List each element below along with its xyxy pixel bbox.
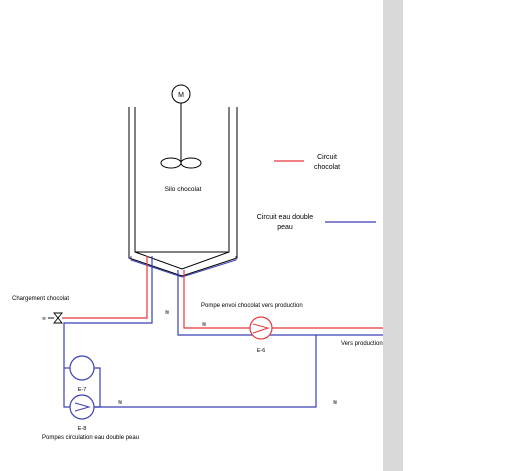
water-pump-bypass [94,367,101,408]
chocolate-piping [62,256,384,329]
chocolate-loading-pipe [62,256,148,319]
agitator-icon [160,157,202,169]
marker-icon: ≋ [117,400,122,406]
pump-e8-tag: E-8 [78,426,87,432]
pump-e6-icon [249,316,273,340]
legend-water-label-1: Circuit eau double [257,214,314,221]
loading-valve-icon: ≋ [42,312,63,324]
motor-label: M [178,92,184,99]
silo-tank [128,107,238,278]
loading-label: Chargement chocolat [12,296,69,302]
pump-e8-icon [69,394,95,420]
legend-water-label-2: peau [277,224,293,231]
to-production-label: Vers production [341,341,383,347]
pump-e6-tag: E-6 [257,348,266,354]
pump-send-label: Pompe envoi chocolat vers production [201,303,303,309]
marker-icon: ≋ [332,400,337,406]
marker-icon: ≋ [164,310,169,316]
legend-chocolate-label-2: chocolat [314,164,340,171]
water-supply-pipe [94,270,317,408]
chocolate-outlet-pipe [183,270,250,329]
water-return-pipe [63,256,153,408]
water-piping [63,256,384,408]
side-panel [383,0,403,471]
svg-text:≋: ≋ [42,316,46,322]
legend-chocolate-label-1: Circuit [317,154,337,161]
motor: M [171,84,191,162]
pump-e7-icon [69,355,95,381]
marker-icon: ≋ [201,322,206,328]
circulation-pumps-label: Pompes circulation eau double peau [42,435,139,441]
pump-e7-tag: E-7 [78,387,87,393]
legend: Circuit chocolat Circuit eau double peau [257,154,376,231]
line-markers: ≋ ≋ ≋ ≋ [117,310,337,406]
tank-label: Silo chocolat [165,186,202,193]
